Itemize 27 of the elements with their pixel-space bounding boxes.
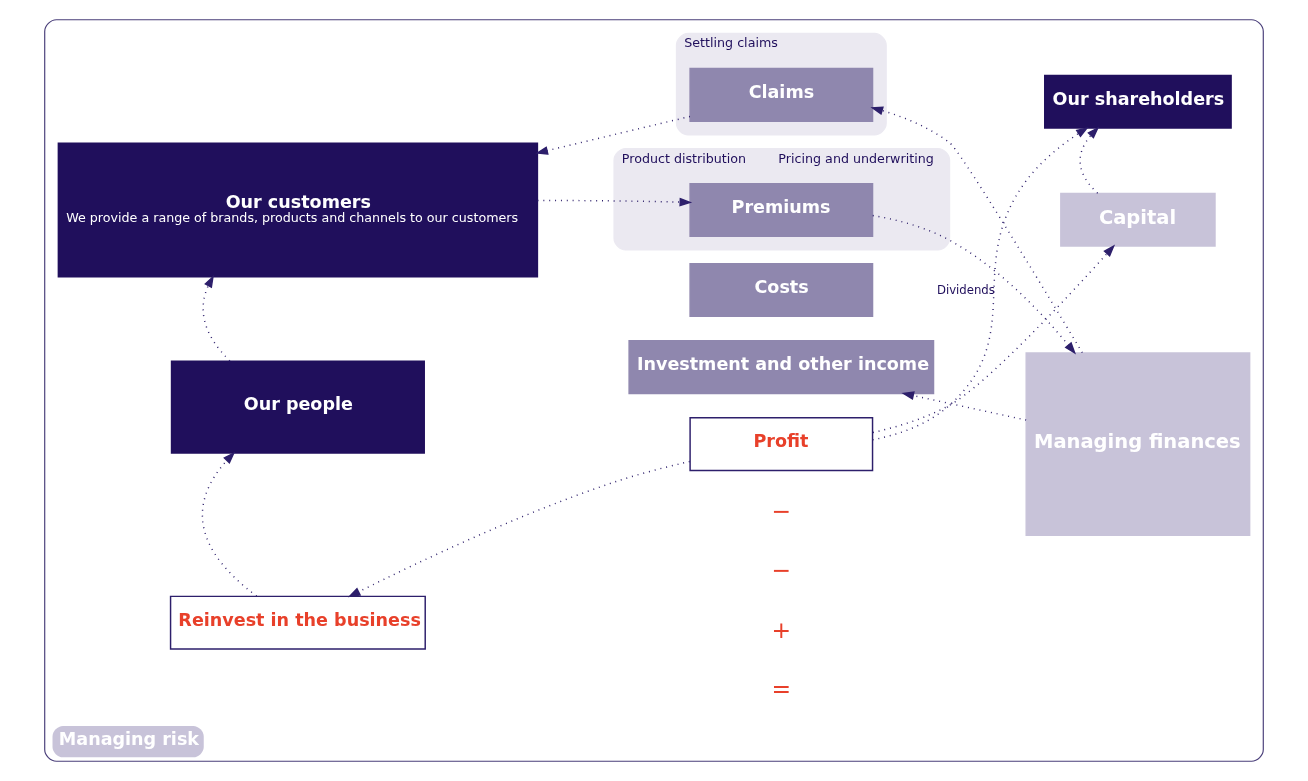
node-box: Managing finances [1025,352,1251,537]
arrow [901,391,1027,421]
node-box: Investment and other income [628,340,935,395]
label: − [771,556,792,585]
arrow [201,451,258,597]
arrow [535,115,691,155]
node-box: Claims [689,67,874,122]
arrow [1079,126,1100,194]
label: + [771,615,792,644]
label: − [771,496,792,525]
arrow [202,274,231,362]
arrow [536,197,693,207]
label: = [771,675,792,704]
node-box: Our shareholders [1044,74,1232,129]
arrow [870,106,1084,354]
node-box: Profit [689,417,874,472]
arrow [347,460,691,598]
arrow [872,214,1076,355]
node-box: Reinvest in the business [169,595,426,650]
node-box: Capital [1060,192,1216,247]
edge-label: Dividends [936,283,995,298]
node-box: Our customers We provide a range of brands, products and channels to our customers [57,142,539,278]
node-box: Premiums [689,182,874,238]
node-box: Our people [170,360,425,454]
arrow [871,126,1089,441]
node-box: Costs [689,262,874,318]
arrow [872,244,1116,434]
